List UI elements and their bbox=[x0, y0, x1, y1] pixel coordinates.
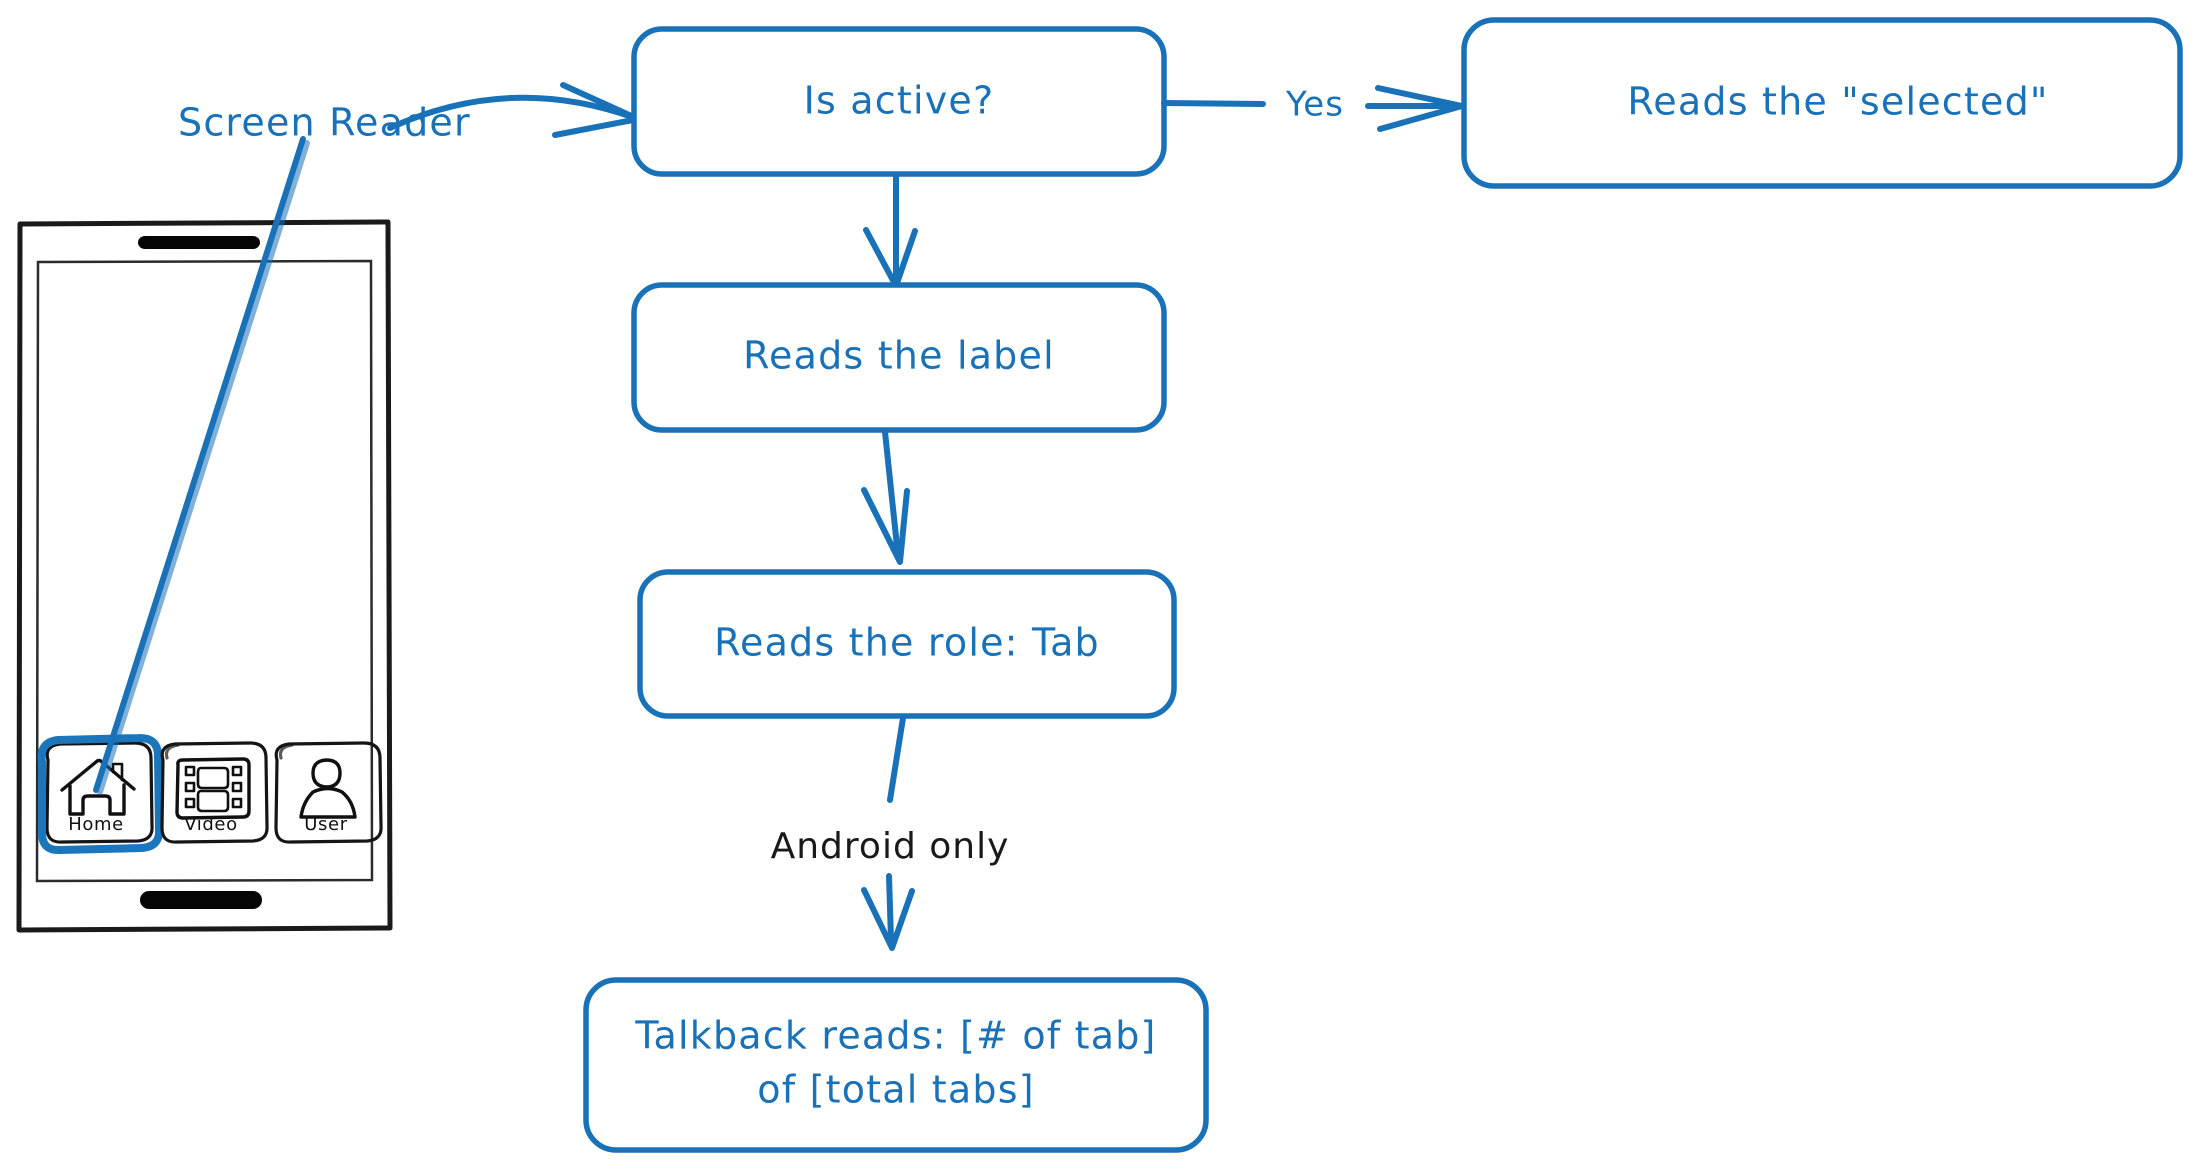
edge-line-lower bbox=[886, 873, 894, 943]
edge-arrow-head bbox=[552, 82, 641, 138]
tab-home-shape bbox=[45, 741, 154, 844]
person-icon bbox=[299, 758, 357, 819]
node-is-active[interactable]: Is active? bbox=[631, 26, 1167, 177]
node-reads-role[interactable]: Reads the role: Tab bbox=[637, 569, 1177, 719]
tab-user-shape-sketch bbox=[278, 743, 294, 760]
edge-arrow-head bbox=[861, 487, 910, 565]
edge-line-upper bbox=[887, 715, 906, 803]
phone-tab-bar: Home Video bbox=[37, 733, 383, 855]
phone-tab-video[interactable]: Video bbox=[160, 741, 269, 844]
film-strip-icon bbox=[175, 757, 251, 820]
screen-reader-pointer-line bbox=[93, 136, 306, 793]
tab-user-shape bbox=[274, 741, 383, 844]
phone-frame bbox=[16, 219, 393, 933]
node-is-active-label: Is active? bbox=[804, 79, 995, 123]
phone-tab-user[interactable]: User bbox=[274, 741, 383, 844]
node-reads-label-box bbox=[631, 282, 1167, 433]
edge-line-left bbox=[1161, 100, 1266, 107]
node-reads-selected-box bbox=[1461, 17, 2183, 189]
edge-arrow-head bbox=[861, 887, 915, 951]
edge-arrow-head bbox=[863, 227, 918, 289]
screen-reader-label: Screen Reader bbox=[178, 101, 471, 145]
tab-home-label: Home bbox=[68, 814, 124, 835]
node-talkback-label-line1: Talkback reads: [# of tab] bbox=[634, 1014, 1156, 1058]
node-reads-role-label: Reads the role: Tab bbox=[714, 621, 1100, 665]
tab-video-label: Video bbox=[184, 814, 237, 835]
tab-user-label: User bbox=[304, 814, 347, 835]
screen-reader-pointer-line-sketch bbox=[97, 140, 310, 795]
edge-label-yes: Yes bbox=[1285, 85, 1344, 125]
node-reads-label-label: Reads the label bbox=[743, 334, 1055, 378]
screen-reader-annotation: Screen Reader bbox=[93, 101, 471, 795]
phone-speaker-bar bbox=[138, 236, 260, 249]
edge-line bbox=[882, 429, 901, 559]
edge-label-android-only: Android only bbox=[771, 826, 1010, 867]
node-reads-role-box bbox=[637, 569, 1177, 719]
edge-reads-label-to-reads-role bbox=[861, 429, 910, 565]
phone-home-indicator bbox=[140, 891, 262, 909]
edge-is-active-to-reads-label bbox=[863, 173, 918, 289]
edge-curve bbox=[387, 94, 638, 131]
tab-home-selected-ring bbox=[37, 733, 164, 855]
node-talkback[interactable]: Talkback reads: [# of tab] of [total tab… bbox=[583, 977, 1209, 1153]
phone-tab-home[interactable]: Home bbox=[37, 733, 164, 855]
tab-video-shape-sketch bbox=[164, 743, 180, 760]
node-talkback-box bbox=[583, 977, 1209, 1153]
phone-wireframe: Home Video bbox=[16, 219, 393, 933]
node-reads-selected[interactable]: Reads the "selected" bbox=[1461, 17, 2183, 189]
edge-reads-role-to-talkback: Android only bbox=[771, 715, 1010, 951]
edge-is-active-to-reads-selected: Yes bbox=[1161, 85, 1465, 132]
node-reads-selected-label: Reads the "selected" bbox=[1627, 80, 2048, 124]
node-reads-label[interactable]: Reads the label bbox=[631, 282, 1167, 433]
node-talkback-label-line2: of [total tabs] bbox=[757, 1068, 1034, 1112]
tab-video-shape bbox=[160, 741, 269, 844]
